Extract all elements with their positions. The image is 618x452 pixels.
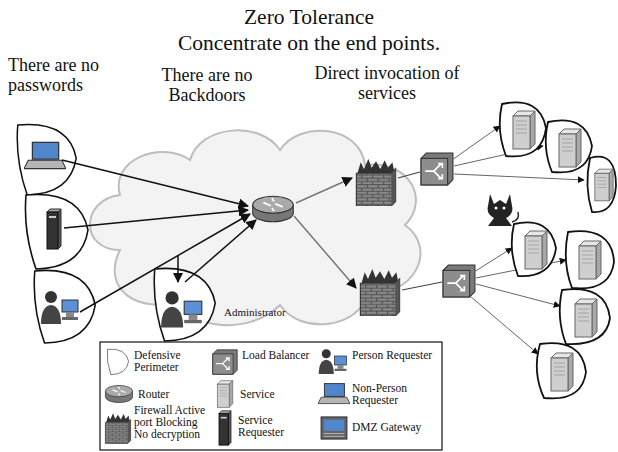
load-balancer — [421, 153, 453, 185]
services — [513, 111, 613, 391]
attacker-devil — [488, 194, 519, 226]
callout-text: There are no passwords — [8, 56, 158, 96]
legend-text: Service — [240, 388, 310, 400]
network-cloud — [90, 130, 420, 325]
callout-text: There are no Backdoors — [148, 66, 266, 106]
service-requester — [47, 209, 61, 249]
legend-text: Non-Person Requester — [352, 382, 436, 406]
service-perimeters — [500, 102, 616, 398]
request-arrows — [62, 160, 256, 312]
defensive-perimeter — [17, 125, 76, 195]
diagram-title: Zero Tolerance — [0, 6, 618, 30]
legend-text: DMZ Gateway — [352, 421, 436, 433]
router-links — [294, 178, 356, 288]
legend-text: Service Requester — [238, 414, 312, 438]
legend-text: Person Requester — [352, 349, 436, 361]
legend-text: Load Balancer — [242, 349, 312, 361]
administrator-icon — [161, 291, 202, 327]
person-requester — [41, 291, 78, 324]
router — [253, 196, 294, 222]
legend-text: Firewall Active port Blocking No decrypt… — [134, 404, 210, 440]
subtitle: Concentrate on the end points. — [0, 32, 618, 56]
non-person-requester — [24, 142, 66, 168]
legend-frame — [100, 342, 442, 450]
load-balancer — [443, 265, 475, 297]
icon-label: Administrator — [224, 306, 286, 318]
defensive-perimeter — [34, 270, 95, 343]
defensive-perimeter — [25, 194, 88, 269]
gateway-links — [398, 172, 442, 290]
legend-icons — [105, 349, 350, 445]
callout-text: Direct invocation of services — [302, 64, 472, 104]
legend-text: Router — [138, 388, 208, 400]
defensive-perimeter — [154, 268, 215, 341]
legend-text: Defensive Perimeter — [134, 349, 206, 373]
firewall — [356, 159, 395, 206]
firewall — [360, 269, 399, 316]
